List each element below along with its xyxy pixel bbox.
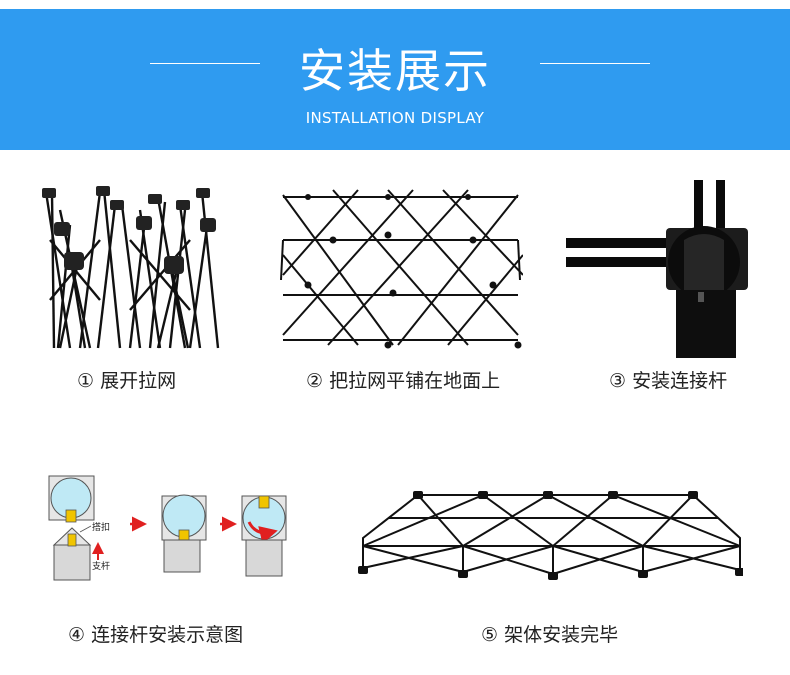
flat-net-photo xyxy=(280,189,523,349)
pole-label: 支杆 xyxy=(92,560,110,572)
clip-label: 搭扣 xyxy=(92,521,110,533)
step-5-caption: ⑤ 架体安装完毕 xyxy=(481,624,619,646)
banner-title: 安装展示 xyxy=(299,44,491,98)
connector-diagram: 搭扣 支杆 xyxy=(48,475,287,581)
step-2-caption: ② 把拉网平铺在地面上 xyxy=(306,370,501,392)
step-4-caption: ④ 连接杆安装示意图 xyxy=(68,624,244,646)
folded-frame-photo xyxy=(42,186,220,349)
step-1-caption: ① 展开拉网 xyxy=(77,370,177,392)
title-divider-right xyxy=(540,63,650,64)
header-banner: 安装展示 INSTALLATION DISPLAY xyxy=(0,9,790,150)
step-3-caption: ③ 安装连接杆 xyxy=(609,370,728,392)
title-divider-left xyxy=(150,63,260,64)
assembled-frame-photo xyxy=(358,491,743,580)
connector-closeup-photo xyxy=(566,180,748,358)
banner-subtitle: INSTALLATION DISPLAY xyxy=(305,109,485,127)
